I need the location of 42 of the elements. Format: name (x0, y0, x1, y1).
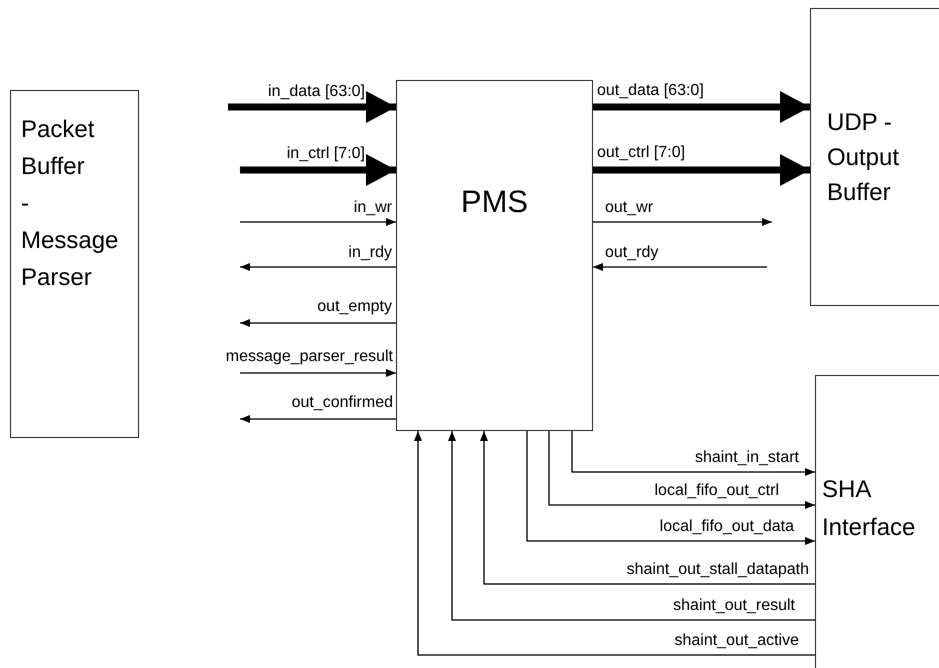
bus-arrow (593, 91, 810, 123)
signal-label: in_data [63:0] (268, 83, 365, 101)
block-label: SHA Interface (822, 475, 916, 543)
interface-block (10, 90, 139, 438)
signal-label: shaint_out_stall_datapath (626, 561, 809, 579)
signal-arrow (480, 431, 815, 585)
interface-block (815, 375, 939, 668)
signal-label: out_data [63:0] (597, 82, 704, 100)
signal-arrow (448, 431, 815, 621)
bus-arrow (240, 154, 396, 186)
block-label: UDP - Output Buffer (827, 108, 900, 208)
signal-label: out_rdy (605, 244, 658, 262)
signal-label: in_rdy (348, 244, 392, 262)
signal-arrow (240, 369, 396, 377)
signal-arrow (571, 431, 815, 476)
signal-label: local_fifo_out_ctrl (654, 482, 779, 500)
signal-label: message_parser_result (226, 348, 393, 366)
signal-arrow (240, 319, 396, 327)
signal-label: local_fifo_out_data (660, 518, 794, 536)
signal-label: in_ctrl [7:0] (286, 145, 365, 163)
signal-arrow (240, 415, 396, 423)
block-label: Packet Buffer - Message Parser (21, 115, 120, 293)
signal-arrow (593, 218, 772, 226)
bus-arrow (228, 91, 396, 123)
signal-arrow (240, 263, 396, 271)
signal-arrow (240, 218, 396, 226)
signal-label: shaint_out_active (674, 632, 799, 650)
block-label: PMS (460, 184, 528, 220)
signal-arrow (414, 431, 815, 656)
interface-block (810, 8, 939, 306)
signal-label: out_ctrl [7:0] (597, 144, 686, 162)
signal-arrow (548, 431, 815, 509)
signal-label: out_confirmed (292, 394, 393, 412)
signal-label: shaint_in_start (694, 449, 799, 467)
bus-arrow (593, 154, 810, 186)
module-block (396, 80, 593, 431)
signal-label: in_wr (354, 199, 392, 217)
signal-label: shaint_out_result (673, 597, 795, 615)
signal-arrow (593, 263, 767, 271)
signal-label: out_empty (317, 298, 392, 316)
signal-label: out_wr (605, 199, 654, 217)
signal-arrow (526, 431, 815, 545)
